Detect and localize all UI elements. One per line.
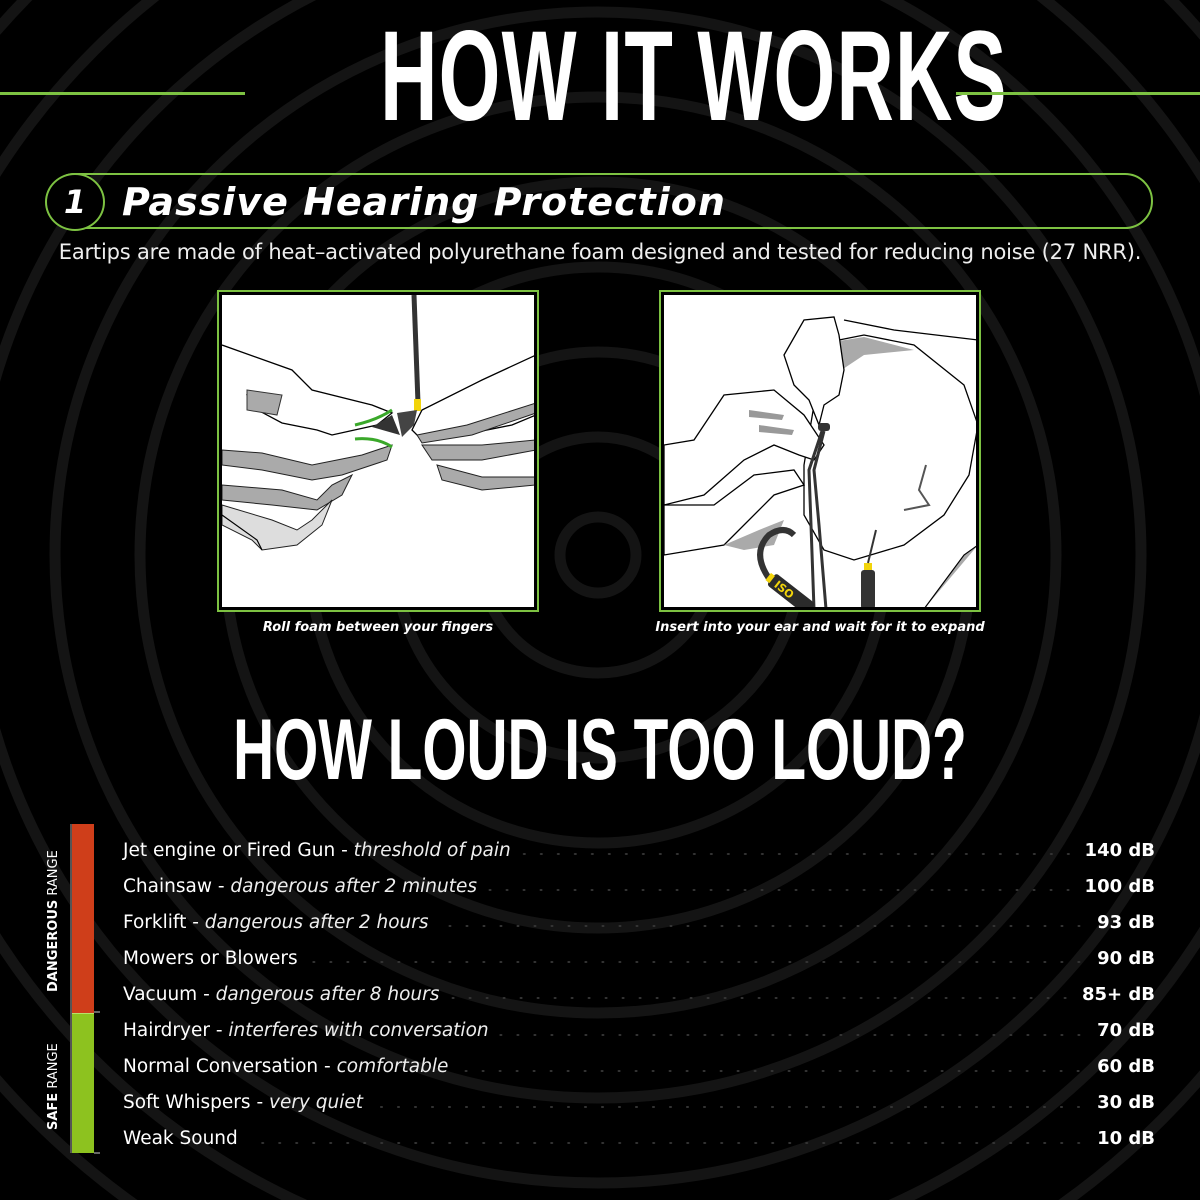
table-row: Chainsaw - dangerous after 2 minutes 100… (123, 875, 1155, 897)
step-number: 1 (63, 183, 87, 221)
section-passive-protection: 1 Passive Hearing Protection Eartips are… (0, 0, 1200, 280)
table-row: Hairdryer - interferes with conversation… (123, 1020, 1155, 1042)
row-value: 30 dB (1097, 1092, 1155, 1114)
row-name: Hairdryer (123, 1020, 210, 1042)
dot-leader (438, 925, 1087, 928)
dot-leader (247, 1141, 1087, 1144)
caption-roll-foam: Roll foam between your fingers (262, 620, 494, 635)
dot-leader (498, 1033, 1087, 1036)
header: HOW IT WORKS (0, 0, 1200, 160)
row-name: Jet engine or Fired Gun (123, 839, 336, 861)
row-name: Chainsaw (123, 875, 212, 897)
row-value: 10 dB (1097, 1128, 1155, 1150)
row-name: Mowers or Blowers (123, 947, 298, 969)
row-note: threshold of pain (353, 839, 511, 861)
row-value: 70 dB (1097, 1020, 1155, 1042)
section-description: Eartips are made of heat–activated polyu… (58, 240, 1142, 264)
row-note: very quiet (269, 1092, 364, 1114)
dot-leader (487, 889, 1077, 892)
row-value: 100 dB (1084, 875, 1155, 897)
row-name: Normal Conversation (123, 1056, 319, 1078)
row-value: 85+ dB (1081, 983, 1155, 1005)
range-bar-track (70, 824, 72, 1153)
section-title: Passive Hearing Protection (122, 180, 726, 224)
row-value: 90 dB (1097, 947, 1155, 969)
safe-range-label: SAFE RANGE (46, 1043, 61, 1130)
illustration-panel-roll (217, 290, 539, 612)
row-value: 93 dB (1097, 911, 1155, 933)
range-bar-tick (94, 1152, 100, 1154)
title-divider-right (956, 92, 1200, 95)
caption-insert-ear: Insert into your ear and wait for it to … (655, 620, 985, 635)
illustration-panel-insert: ISO (659, 290, 981, 612)
illustrations: ISO Roll foam between your fingers Inser… (217, 290, 985, 635)
row-name: Weak Sound (123, 1128, 238, 1150)
row-value: 60 dB (1097, 1056, 1155, 1078)
row-name: Forklift (123, 911, 187, 933)
table-row: Weak Sound 10 dB (123, 1121, 1155, 1157)
dangerous-range-label: DANGEROUS RANGE (46, 850, 61, 992)
table-row: Jet engine or Fired Gun - threshold of p… (123, 839, 1155, 861)
table-row: Vacuum - dangerous after 8 hours 85+ dB (123, 983, 1155, 1005)
dot-leader (458, 1069, 1087, 1072)
dot-leader (449, 997, 1074, 1000)
row-name: Vacuum (123, 983, 198, 1005)
row-note: dangerous after 2 hours (204, 911, 429, 933)
hands-rolling-foam-eartip-illustration (222, 295, 534, 551)
row-note: comfortable (336, 1056, 449, 1078)
row-note: dangerous after 8 hours (215, 983, 440, 1005)
row-name: Soft Whispers (123, 1092, 251, 1114)
table-row: Forklift - dangerous after 2 hours 93 dB (123, 911, 1155, 933)
row-value: 140 dB (1084, 839, 1155, 861)
range-bar-tick (94, 1011, 100, 1013)
loudness-table: Jet engine or Fired Gun - threshold of p… (123, 832, 1155, 1157)
table-row: Mowers or Blowers 90 dB (123, 940, 1155, 976)
dot-leader (373, 1105, 1087, 1108)
dot-leader (520, 853, 1077, 856)
inserting-eartip-into-ear-illustration: ISO (664, 316, 976, 607)
safe-range-bar (72, 1013, 94, 1153)
table-row: Normal Conversation - comfortable 60 dB (123, 1056, 1155, 1078)
row-note: interferes with conversation (228, 1020, 489, 1042)
dot-leader (307, 961, 1087, 964)
loudness-title: HOW LOUD IS TOO LOUD? (233, 702, 967, 798)
dangerous-range-bar (72, 824, 94, 1013)
row-note: dangerous after 2 minutes (230, 875, 477, 897)
step-number-circle (45, 173, 105, 231)
title-divider-left (0, 92, 245, 95)
table-row: Soft Whispers - very quiet 30 dB (123, 1092, 1155, 1114)
